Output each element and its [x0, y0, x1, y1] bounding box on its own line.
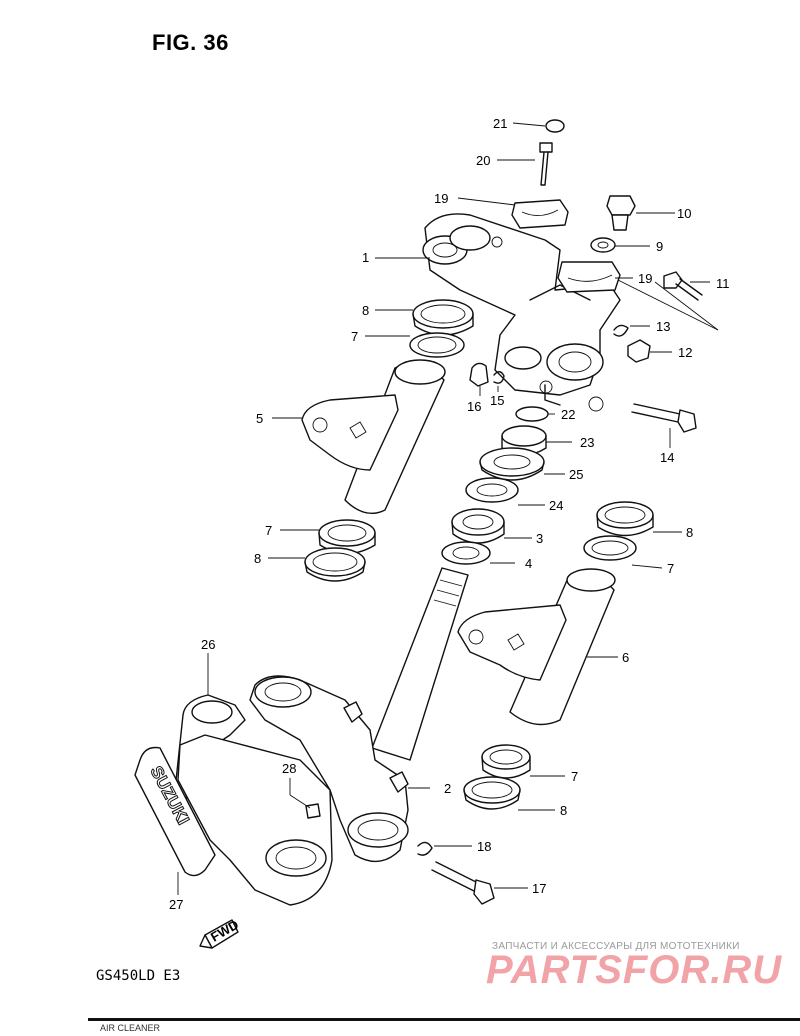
label-24: 24 [549, 498, 563, 513]
label-27: 27 [169, 897, 183, 912]
dust-seal-7-lower-right [481, 744, 531, 779]
label-20: 20 [476, 153, 490, 168]
label-1: 1 [362, 250, 369, 265]
bolt-11 [663, 271, 703, 301]
label-28: 28 [282, 761, 296, 776]
label-11: 11 [716, 276, 730, 291]
cap-nut-16 [469, 362, 489, 387]
label-25: 25 [569, 467, 583, 482]
label-7-left: 7 [265, 523, 272, 538]
label-21: 21 [493, 116, 507, 131]
washer-9 [590, 237, 616, 253]
label-8-lower-right: 8 [560, 803, 567, 818]
bottom-rule [88, 1018, 800, 1021]
part-number-labels: 21 20 19 10 9 1 19 11 8 13 7 12 16 15 5 … [169, 116, 730, 912]
label-19-lower: 19 [638, 271, 652, 286]
washer-15 [493, 371, 505, 384]
steering-stem [249, 567, 469, 863]
nut-12 [627, 339, 651, 363]
label-18: 18 [477, 839, 491, 854]
handlebar-bolt [539, 142, 553, 186]
label-8-upper-left: 8 [362, 303, 369, 318]
label-26: 26 [201, 637, 215, 652]
label-19-upper: 19 [434, 191, 448, 206]
label-4: 4 [525, 556, 532, 571]
emblem-bracket-26 [174, 694, 333, 906]
washer-22 [515, 406, 549, 422]
label-9: 9 [656, 239, 663, 254]
washer-13 [613, 324, 629, 337]
label-13: 13 [656, 319, 670, 334]
label-22: 22 [561, 407, 575, 422]
label-23: 23 [580, 435, 594, 450]
bolt-10 [606, 195, 636, 231]
oil-seal-8-left [304, 547, 366, 582]
oil-seal-8-upper-left [412, 299, 474, 336]
watermark-logo: PARTSFOR.RU [486, 948, 783, 992]
clip-28 [305, 803, 321, 819]
figure-title: FIG. 36 [152, 30, 229, 55]
label-16: 16 [467, 399, 481, 414]
washer-18 [417, 841, 433, 856]
label-7-lower-right: 7 [571, 769, 578, 784]
label-2: 2 [444, 781, 451, 796]
label-3: 3 [536, 531, 543, 546]
label-5: 5 [256, 411, 263, 426]
cap [545, 119, 565, 133]
label-7-upper-right: 7 [667, 561, 674, 576]
label-12: 12 [678, 345, 692, 360]
leader-lines [177, 122, 719, 895]
bearing-race-4 [441, 541, 491, 565]
label-15: 15 [490, 393, 504, 408]
steering-nut-23 [501, 425, 547, 456]
label-8-left: 8 [254, 551, 261, 566]
model-code: GS450LD E3 [96, 968, 181, 984]
dust-cover-25 [479, 447, 545, 481]
steering-bearing-3 [451, 508, 505, 544]
handlebar-holder-lower [557, 261, 621, 293]
bearing-race-24 [465, 477, 519, 503]
label-7-upper-left: 7 [351, 329, 358, 344]
upper-bracket [422, 213, 621, 412]
label-14: 14 [660, 450, 674, 465]
fwd-arrow: FWD [199, 917, 241, 949]
label-17: 17 [532, 881, 546, 896]
bolt-14 [631, 403, 697, 433]
watermark-text: ЗАПЧАСТИ И АКСЕССУАРЫ ДЛЯ МОТОТЕХНИКИ [492, 941, 740, 952]
bolt-17 [431, 861, 495, 905]
oil-seal-8-upper-right [596, 501, 654, 537]
dust-seal-7-upper-left [409, 332, 465, 358]
bottom-cut-text: AIR CLEANER [100, 1023, 161, 1033]
label-8-upper-right: 8 [686, 525, 693, 540]
oil-seal-8-lower-right [463, 776, 521, 810]
dust-seal-7-upper-right [583, 535, 637, 561]
label-6: 6 [622, 650, 629, 665]
handlebar-holder-upper [511, 199, 569, 229]
fork-cover-right [457, 568, 616, 726]
label-10: 10 [677, 206, 691, 221]
fork-cover-left [301, 359, 446, 514]
